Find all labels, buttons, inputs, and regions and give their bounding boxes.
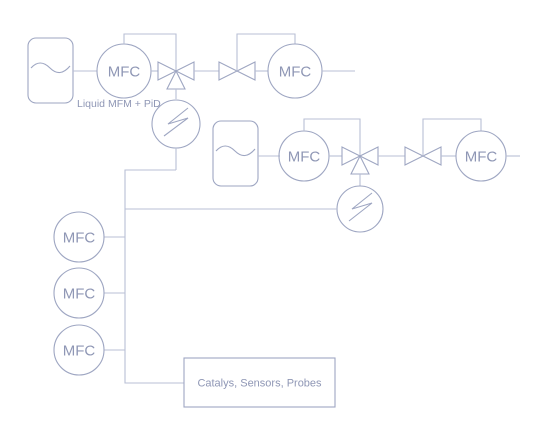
output-box-label: Catalys, Sensors, Probes bbox=[197, 378, 322, 390]
liquid-level-icon bbox=[30, 62, 71, 74]
evaporator-coil-icon bbox=[336, 185, 384, 233]
gas-mfc-bank: MFC MFC MFC bbox=[53, 211, 105, 376]
gas-mfc-1 bbox=[53, 211, 105, 263]
liquid-tank-icon bbox=[27, 37, 74, 104]
mfc-label: MFC bbox=[288, 149, 321, 166]
pid-control-loop bbox=[123, 33, 177, 71]
liquid-mfm-pid-label: Liquid MFM + PiD bbox=[77, 98, 161, 110]
mfc-label: MFC bbox=[279, 64, 312, 81]
evaporator-coil-icon bbox=[151, 99, 201, 149]
mfc-label: MFC bbox=[63, 230, 96, 247]
pid-control-loop bbox=[303, 118, 361, 156]
liquid-tank-icon bbox=[212, 120, 259, 187]
main-manifold bbox=[104, 169, 337, 384]
gas-mfc-2 bbox=[53, 267, 105, 319]
output-box: Catalys, Sensors, Probes bbox=[183, 357, 336, 408]
mfc-label: MFC bbox=[63, 286, 96, 303]
liquid-level-icon bbox=[215, 145, 256, 157]
mfc-label: MFC bbox=[465, 149, 498, 166]
mfc-label: MFC bbox=[108, 64, 141, 81]
mfc-label: MFC bbox=[63, 343, 96, 360]
lower-liquid-line: MFC MFC bbox=[212, 118, 520, 233]
gas-mfc-3 bbox=[53, 324, 105, 376]
upper-liquid-line: MFC MFC Liquid MFM + PiD bbox=[27, 33, 355, 170]
